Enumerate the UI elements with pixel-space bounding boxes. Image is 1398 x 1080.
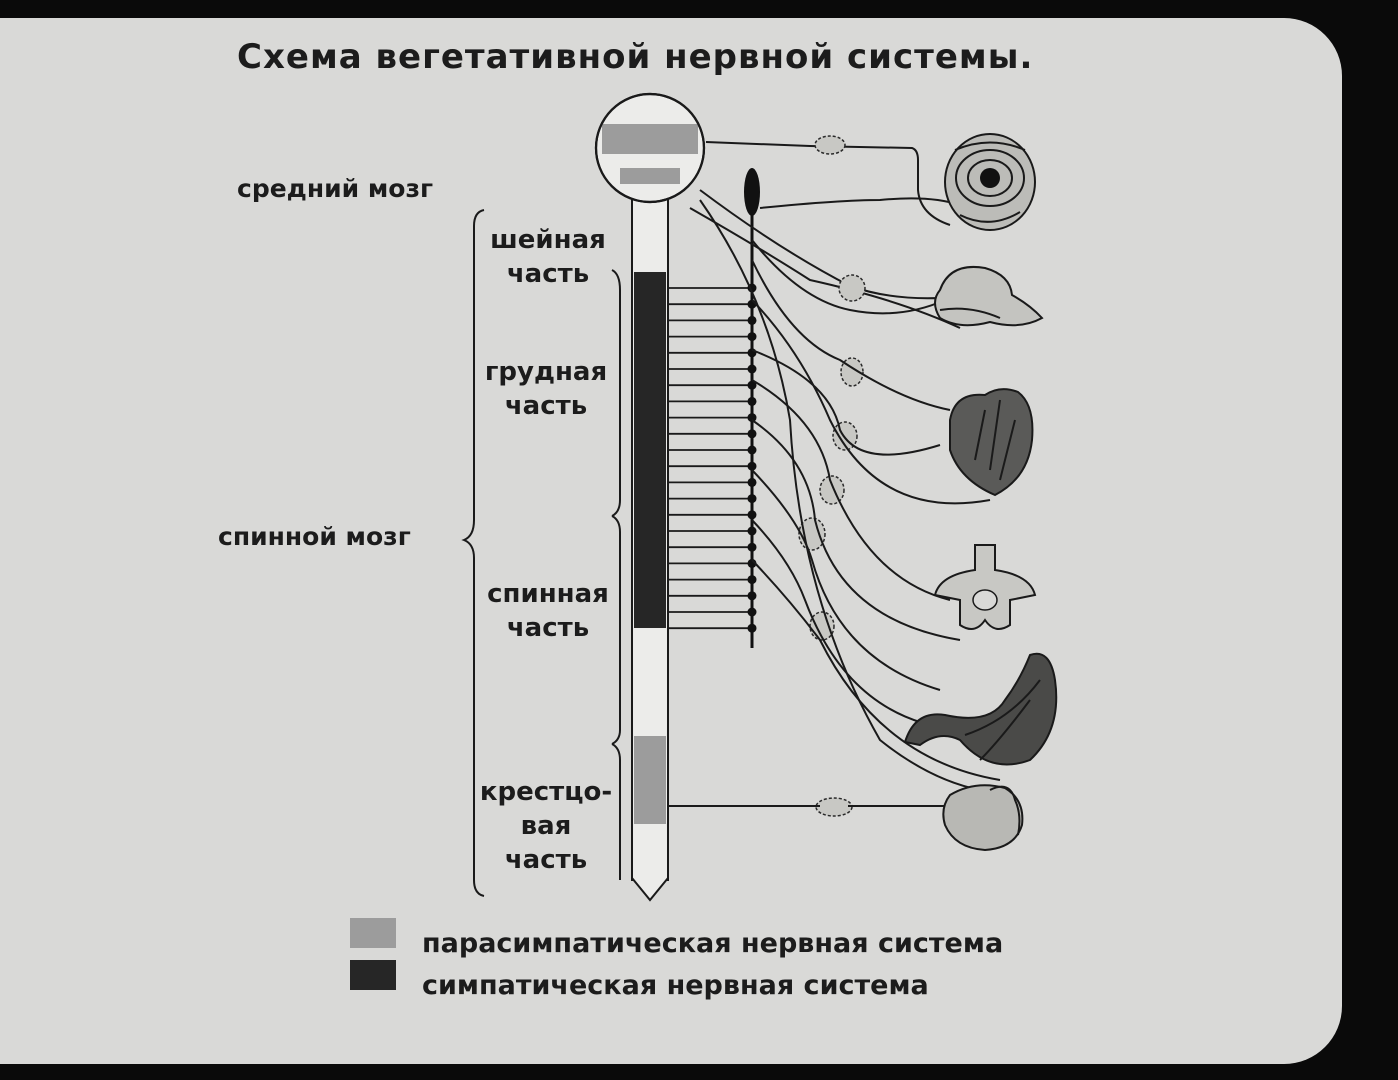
ganglion-pelvic — [815, 797, 853, 817]
vertebra-icon — [933, 544, 1037, 630]
chain-ganglion-node — [747, 526, 757, 536]
chain-ganglion-node — [747, 607, 757, 617]
chain-ganglion-node — [747, 332, 757, 342]
heart-icon — [949, 388, 1034, 497]
chain-ganglion-node — [747, 542, 757, 552]
chain-ganglion-node — [747, 396, 757, 406]
segment-sacral-line2: вая — [521, 811, 572, 841]
cord-sacral-parasympathetic-zone — [634, 736, 666, 824]
salivary-gland-icon — [934, 266, 1044, 327]
ganglion-ciliary — [814, 135, 846, 155]
label-spinal-cord: спинной мозг — [218, 522, 411, 551]
spinal-cord-column — [631, 159, 669, 902]
segment-cervical: шейная часть — [490, 225, 606, 289]
chain-ganglion-node — [747, 445, 757, 455]
segment-thoracic-line2: часть — [505, 391, 587, 421]
chain-ganglion-node — [747, 623, 757, 633]
spinal-cord-brace — [461, 209, 485, 897]
sympathetic-chain — [668, 168, 760, 648]
chain-ganglion-node — [747, 315, 757, 325]
segment-lumbar: спинная часть — [487, 579, 609, 643]
chain-ganglion-node — [747, 364, 757, 374]
ganglia — [798, 135, 866, 817]
segment-lumbar-line2: часть — [507, 613, 589, 643]
chain-ganglion-node — [747, 494, 757, 504]
ganglion-otic — [838, 274, 866, 302]
segment-sacral: крестцо- вая часть — [480, 777, 612, 875]
chain-ganglion-node — [747, 348, 757, 358]
visceral-nerves — [668, 199, 1001, 807]
legend-swatch-sympathetic — [350, 960, 396, 990]
segment-sacral-line3: часть — [505, 845, 587, 875]
chain-ganglion-node — [747, 429, 757, 439]
chain-ganglion-node — [747, 575, 757, 585]
legend-label-parasympathetic: парасимпатическая нервная система — [422, 928, 1003, 959]
legend-label-sympathetic: симпатическая нервная система — [422, 970, 929, 1001]
chain-ganglion-node — [747, 380, 757, 390]
segment-divider-brackets — [611, 269, 621, 880]
bladder-icon — [942, 784, 1024, 852]
diagram-title: Схема вегетативной нервной системы. — [237, 37, 1033, 77]
segment-thoracic-line1: грудная — [485, 357, 607, 387]
segment-lumbar-line1: спинная — [487, 579, 609, 609]
segment-cervical-line2: часть — [507, 259, 589, 289]
chain-ganglion-node — [747, 461, 757, 471]
label-midbrain: средний мозг — [237, 174, 433, 203]
chain-ganglion-node — [747, 413, 757, 423]
segment-cervical-line1: шейная — [490, 225, 606, 255]
sympathetic-rungs — [668, 283, 757, 633]
cord-tip — [631, 877, 669, 902]
legend-swatch-parasympathetic — [350, 918, 396, 948]
legend: парасимпатическая нервная система симпат… — [350, 918, 1003, 1001]
chain-ganglion-node — [747, 510, 757, 520]
ganglion-celiac — [819, 475, 845, 505]
cord-sympathetic-zone — [634, 272, 666, 628]
eye-icon — [944, 133, 1036, 231]
cranial-nerves — [689, 141, 961, 329]
segment-thoracic: грудная часть — [485, 357, 607, 421]
stomach-icon — [903, 652, 1058, 766]
segment-sacral-line1: крестцо- — [480, 777, 612, 807]
chain-ganglion-node — [747, 477, 757, 487]
midbrain-bulb — [594, 92, 706, 204]
chain-ganglion-node — [747, 591, 757, 601]
